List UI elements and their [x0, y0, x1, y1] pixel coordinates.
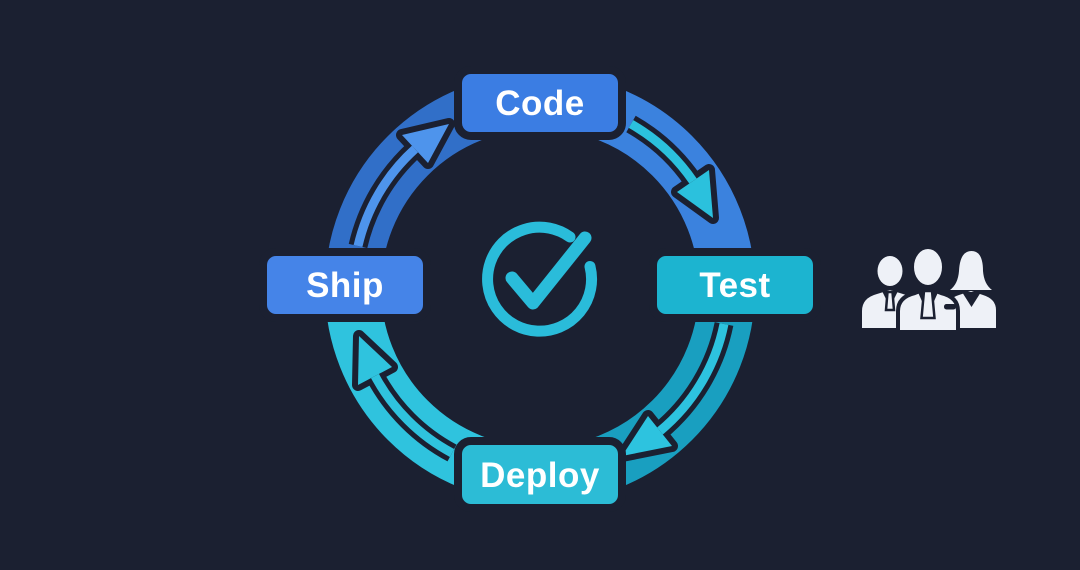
stage-box-ship: [259, 248, 431, 322]
pocket-mark: [944, 304, 956, 310]
check-mark: [505, 231, 592, 310]
arrow-test-to-deploy: [616, 321, 734, 462]
stage-label-ship: Ship: [306, 266, 384, 305]
arrow-deploy-to-ship: [352, 330, 457, 462]
arrow-code-to-test: [626, 115, 719, 224]
arrow-head: [677, 170, 713, 218]
team-member-center: [896, 245, 960, 334]
arrow-shaft: [353, 145, 419, 248]
arrow-head: [622, 416, 672, 456]
stage-box-deploy: [454, 437, 626, 512]
arrow-shaft: [657, 323, 729, 435]
team-icon: [862, 245, 996, 334]
stage-label-code: Code: [495, 84, 585, 123]
tie: [884, 290, 896, 312]
stage-box-test: [649, 248, 821, 322]
tie: [920, 289, 936, 320]
arrow-ship-to-code: [348, 118, 455, 249]
checkmark-circle-icon: [482, 221, 598, 337]
hair-head: [950, 251, 992, 290]
collar-notch: [962, 292, 981, 307]
arrow-head: [402, 124, 449, 163]
arrow-head: [358, 336, 392, 385]
arrow-shaft: [628, 120, 697, 184]
stage-label-test: Test: [699, 266, 770, 305]
arrow-shaft: [371, 373, 455, 457]
check-circle-arc: [482, 221, 598, 337]
stage-label-deploy: Deploy: [480, 456, 600, 495]
stage-box-code: [454, 66, 626, 140]
stage-boxes: Code Test Deploy Ship: [259, 66, 821, 512]
